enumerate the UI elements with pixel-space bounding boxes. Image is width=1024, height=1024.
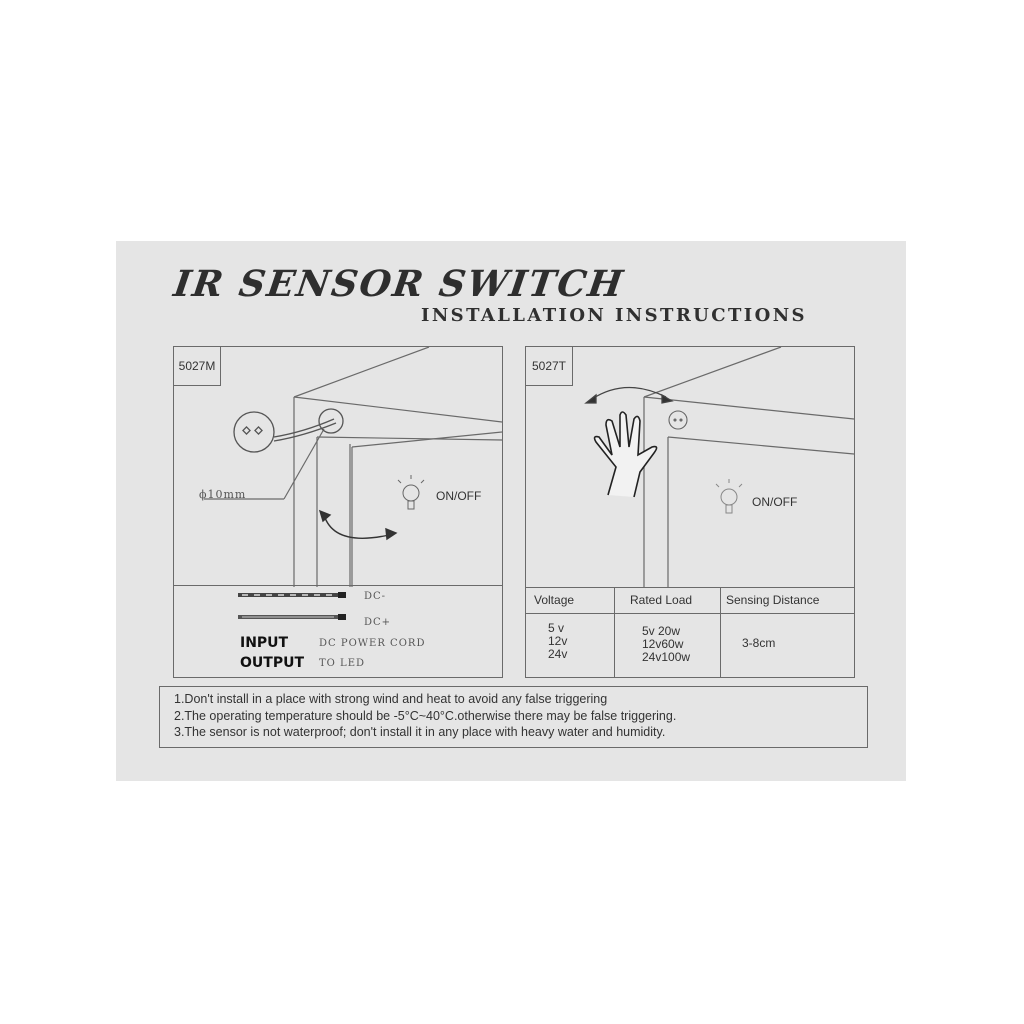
bulb-onoff-label: ON/OFF xyxy=(752,495,798,509)
voltage-value: 12v xyxy=(548,634,568,648)
panel-5027t: ON/OFF 5027T Voltage Rated Load Sensing … xyxy=(525,346,855,678)
light-bulb-icon xyxy=(397,475,425,510)
rated-load-value: 12v60w xyxy=(642,637,684,651)
divider xyxy=(174,585,502,586)
header-rated-load: Rated Load xyxy=(630,593,693,607)
output-desc: TO LED xyxy=(319,658,366,669)
sensor-head-icon xyxy=(668,410,688,430)
diameter-label: ϕ10mm xyxy=(199,488,247,501)
input-desc: DC POWER CORD xyxy=(319,638,426,649)
swing-arrow-icon xyxy=(584,386,674,404)
hand-wave-icon xyxy=(593,411,658,498)
wire-label-dc-plus: DC+ xyxy=(364,617,392,628)
bulb-onoff-label: ON/OFF xyxy=(436,489,482,503)
notes-box: 1.Don't install in a place with strong w… xyxy=(159,686,868,748)
wire-cable-icon xyxy=(238,592,346,620)
note-item: 1.Don't install in a place with strong w… xyxy=(174,692,608,706)
door-arrow-icon xyxy=(318,509,398,541)
product-title: IR SENSOR SWITCH xyxy=(171,263,628,305)
note-item: 3.The sensor is not waterproof; don't in… xyxy=(174,725,666,739)
rated-load-value: 5v 20w xyxy=(642,624,681,638)
sensor-head-icon xyxy=(233,408,344,453)
spec-table: Voltage Rated Load Sensing Distance 5 v … xyxy=(526,587,854,677)
light-bulb-icon xyxy=(715,479,743,514)
sensing-distance-value: 3-8cm xyxy=(742,636,776,650)
rated-load-value: 24v100w xyxy=(642,650,691,664)
header-voltage: Voltage xyxy=(534,593,575,607)
voltage-value: 24v xyxy=(548,647,568,661)
wire-label-dc-minus: DC- xyxy=(364,591,387,602)
note-item: 2.The operating temperature should be -5… xyxy=(174,709,677,723)
installation-subtitle: INSTALLATION INSTRUCTIONS xyxy=(421,305,807,326)
model-tag: 5027T xyxy=(525,346,573,386)
voltage-value: 5 v xyxy=(548,621,565,635)
input-label: INPUT xyxy=(240,635,289,651)
output-label: OUTPUT xyxy=(240,655,304,671)
panel-5027m: ON/OFF ϕ10mm 5027M DC- DC+ INPUT DC POWE… xyxy=(173,346,503,678)
header-sensing-distance: Sensing Distance xyxy=(726,593,820,607)
model-tag: 5027M xyxy=(173,346,221,386)
cabinet-hand-diagram xyxy=(584,347,854,587)
instruction-card: IR SENSOR SWITCH INSTALLATION INSTRUCTIO… xyxy=(116,241,906,781)
cabinet-door-diagram xyxy=(204,347,502,587)
